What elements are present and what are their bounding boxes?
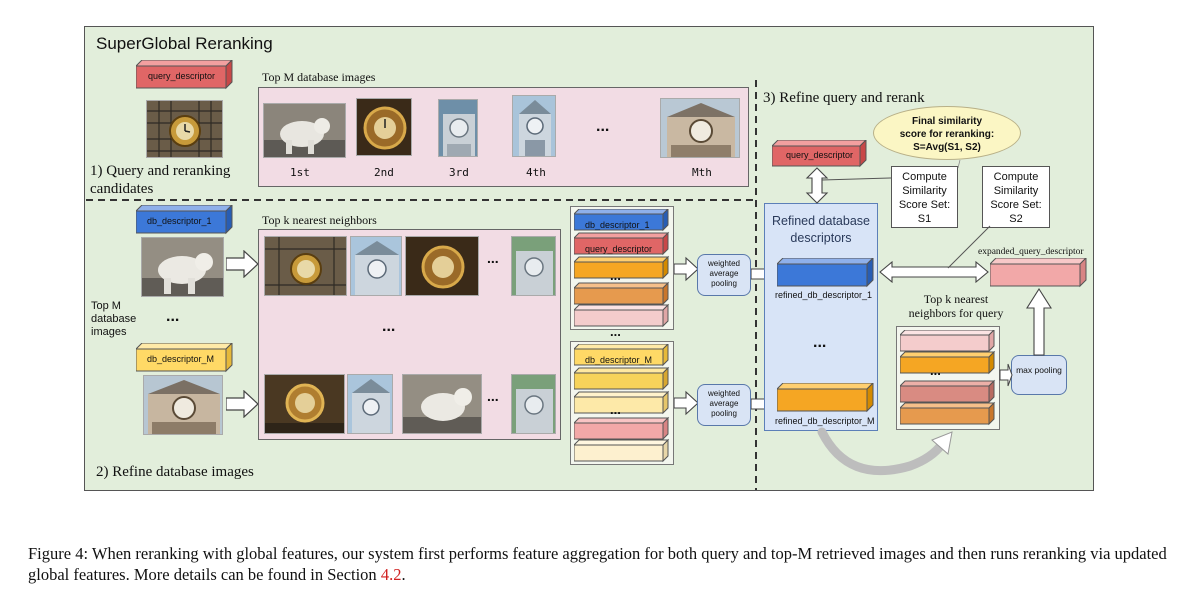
rank-3-image <box>438 99 478 157</box>
db-descriptor-m-block <box>136 343 233 373</box>
compute-s2-box: Compute Similarity Score Set: S2 <box>982 166 1050 228</box>
refined-db-1-label: refined_db_descriptor_1 <box>775 290 873 300</box>
facade-image <box>351 237 401 295</box>
rank-4-image <box>512 95 556 157</box>
final-score-text: Final similarity score for reranking: <box>899 116 995 140</box>
nn-ellipsis: ... <box>487 388 499 404</box>
rank-label-4: 4th <box>526 166 546 179</box>
clock-image <box>357 99 411 155</box>
stack-1-bars <box>574 209 670 328</box>
top-m-db-images-side-label: Top M database images <box>91 300 137 338</box>
caption-section-ref[interactable]: 4.2 <box>380 565 402 584</box>
arrow-icon <box>674 390 699 416</box>
refined-ellipsis: ... <box>813 334 827 351</box>
facade-image <box>512 375 555 433</box>
db-descriptor-m-label: db_descriptor_M <box>147 354 215 364</box>
nn-image <box>402 374 482 434</box>
final-score-formula: S=Avg(S1, S2) <box>913 142 981 153</box>
db-descriptor-1-block <box>136 205 233 235</box>
rank-label-1: 1st <box>290 166 310 179</box>
stack-db-descriptor-m-label: db_descriptor_M <box>585 355 653 365</box>
rank-label-3: 3rd <box>449 166 469 179</box>
compute-s1-box: Compute Similarity Score Set: S1 <box>891 166 958 228</box>
top-k-nn-header: Top k nearest neighbors <box>262 213 377 227</box>
refined-db-m-label: refined_db_descriptor_M <box>775 416 875 426</box>
final-score-ellipse: Final similarity score for reranking: S=… <box>873 106 1021 160</box>
expanded-query-block <box>990 258 1087 288</box>
nn-center-ellipsis: ... <box>382 318 396 335</box>
query-nn-dots: ... <box>930 363 941 378</box>
refined-db-m-block <box>777 383 874 413</box>
figure-caption: Figure 4: When reranking with global fea… <box>28 543 1168 585</box>
weighted-pooling-1: weighted average pooling <box>697 254 751 296</box>
stack-m-bars <box>574 344 670 463</box>
db-descriptor-1-label: db_descriptor_1 <box>147 216 212 226</box>
stack-db-descriptor-1-label: db_descriptor_1 <box>585 220 650 230</box>
refined-db-title: Refined database descriptors <box>772 214 870 245</box>
clock-image <box>265 375 344 433</box>
caption-end: . <box>401 565 406 584</box>
nn-image <box>264 374 345 434</box>
nn-image <box>264 236 347 296</box>
query-descriptor-block <box>136 60 233 90</box>
query-image <box>146 100 223 158</box>
expanded-query-label: expanded_query_descriptor <box>978 247 1084 257</box>
rank-ellipsis: ... <box>596 118 610 135</box>
section-1-label: 1) Query and reranking candidates <box>90 163 231 197</box>
caption-text: Figure 4: When reranking with global fea… <box>28 544 1167 584</box>
clock-image <box>265 237 346 295</box>
polar-bear-image <box>264 104 345 157</box>
top-k-query-label: Top k nearest neighbors for query <box>908 292 1004 320</box>
query-nn-bars <box>900 330 996 426</box>
weighted-pooling-m: weighted average pooling <box>697 384 751 426</box>
facade-image <box>512 237 555 295</box>
arrow-icon <box>674 256 699 282</box>
query-descriptor-block-3 <box>772 140 867 168</box>
between-stacks-dots: ... <box>610 324 621 339</box>
nn-image <box>511 374 556 434</box>
section-3-label: 3) Refine query and rerank <box>763 90 925 106</box>
rank-1-image <box>263 103 346 158</box>
nn-image <box>405 236 479 296</box>
refined-db-1-block <box>777 258 874 288</box>
clock-image <box>406 237 478 295</box>
clock-image <box>147 101 222 157</box>
db-ellipsis: ... <box>166 308 180 325</box>
arrow-icon <box>226 250 259 278</box>
facade-image <box>513 96 555 156</box>
db-image-1 <box>141 237 224 297</box>
polar-bear-image <box>142 238 223 296</box>
section-2-label: 2) Refine database images <box>96 464 254 480</box>
stack-query-descriptor-label: query_descriptor <box>585 244 653 254</box>
query-descriptor-label: query_descriptor <box>148 71 216 81</box>
query-descriptor-label-3: query_descriptor <box>786 150 854 160</box>
arrow-icon <box>226 390 259 418</box>
facade-image <box>439 100 477 156</box>
polar-bear-image <box>403 375 481 433</box>
stack-m-dots: ... <box>610 402 621 417</box>
rank-m-image <box>660 98 740 158</box>
nn-image <box>347 374 393 434</box>
building-clock-image <box>144 376 222 434</box>
rank-label-2: 2nd <box>374 166 394 179</box>
db-image-m <box>143 375 223 435</box>
top-m-images-header: Top M database images <box>262 70 376 84</box>
facade-image <box>348 375 392 433</box>
diagram-title: SuperGlobal Reranking <box>96 34 273 53</box>
nn-ellipsis: ... <box>487 250 499 266</box>
max-pooling: max pooling <box>1011 355 1067 395</box>
nn-image <box>511 236 556 296</box>
stack-1-dots: ... <box>610 268 621 283</box>
building-clock-image <box>661 99 739 157</box>
rank-2-image <box>356 98 412 156</box>
rank-label-m: Mth <box>692 166 712 179</box>
nn-image <box>350 236 402 296</box>
